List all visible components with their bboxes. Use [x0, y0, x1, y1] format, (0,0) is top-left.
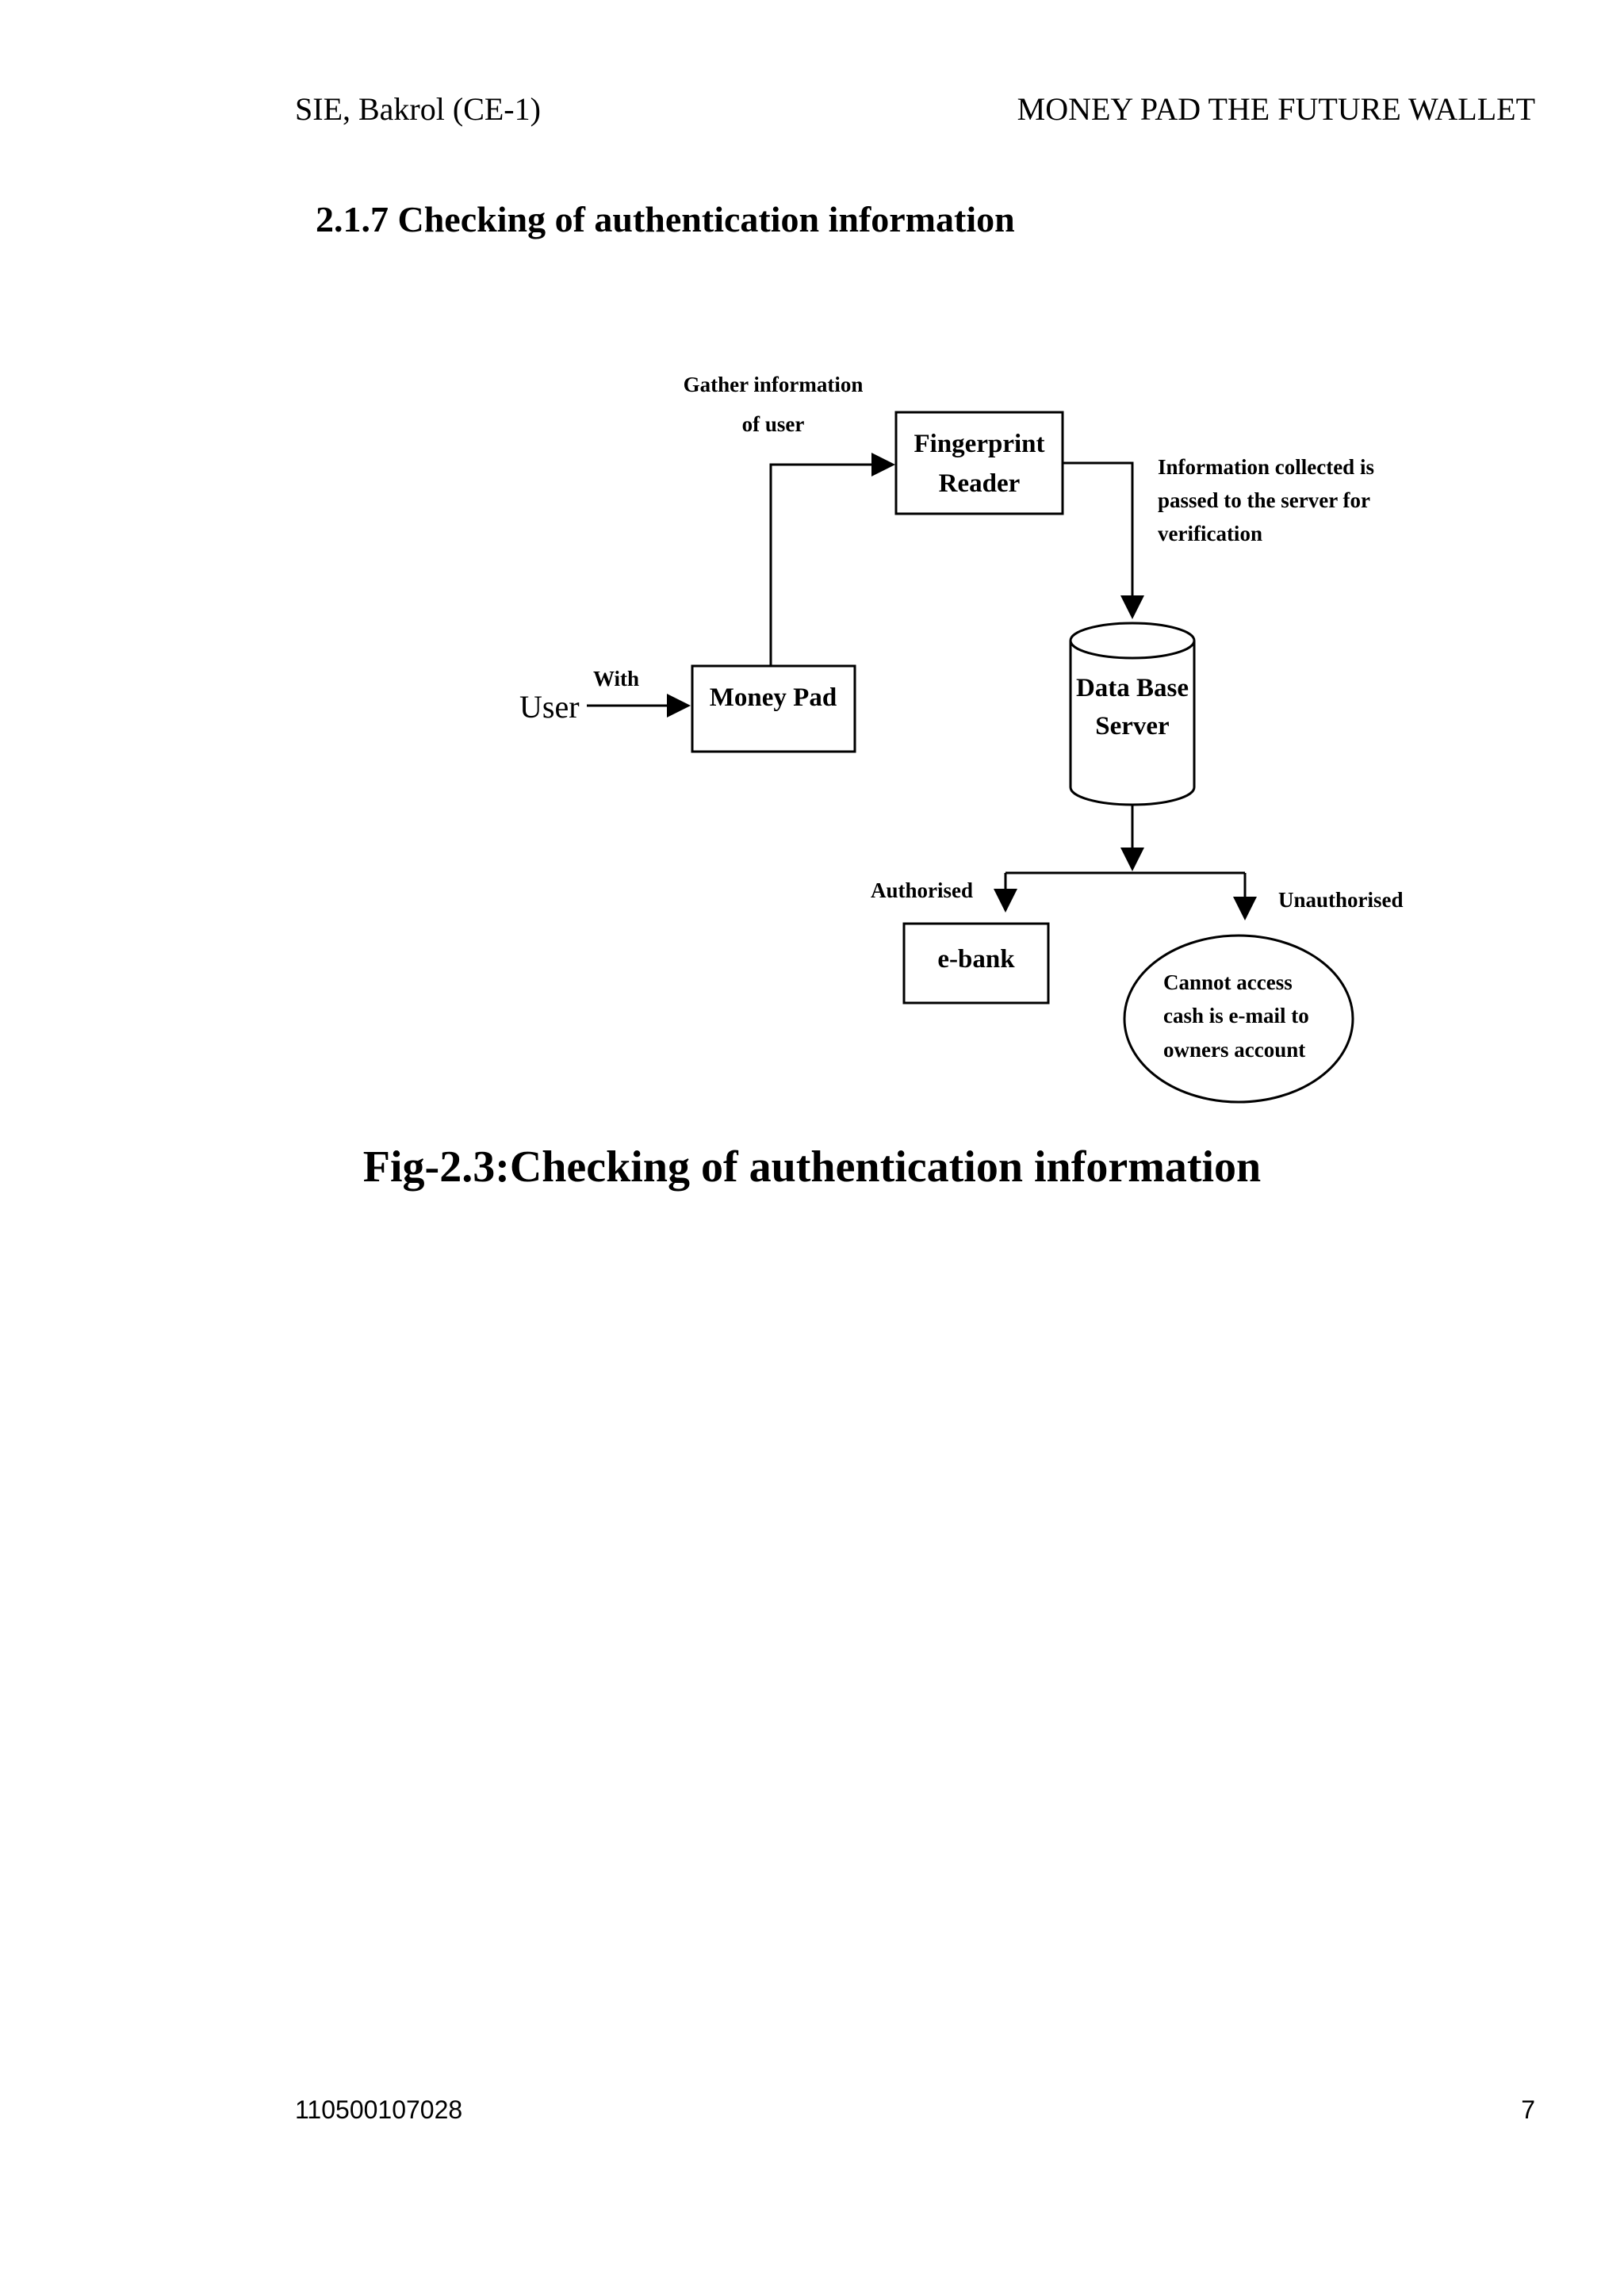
gather-label-line1: Gather information [684, 373, 864, 396]
database-label-line1: Data Base [1076, 674, 1189, 702]
database-label-line2: Server [1095, 712, 1169, 740]
page-number: 7 [1521, 2095, 1535, 2124]
outcome-line3: owners account [1163, 1038, 1305, 1062]
money-pad-box [691, 664, 856, 753]
with-label: With [593, 667, 639, 691]
authorised-label: Authorised [871, 878, 973, 902]
figure-caption: Fig-2.3:Checking of authentication infor… [362, 1142, 1262, 1192]
unauthorised-label: Unauthorised [1278, 888, 1404, 912]
outcome-line1: Cannot access [1163, 970, 1293, 994]
moneypad-to-fingerprint-arrow [769, 453, 895, 666]
header-left: SIE, Bakrol (CE-1) [295, 91, 541, 127]
ebank-box [902, 922, 1050, 1004]
fingerprint-to-server-arrow [1063, 461, 1144, 619]
authentication-flow-diagram: User With Money Pad Gather information o… [519, 373, 1404, 1104]
user-label: User [519, 689, 580, 725]
info-passed-line1: Information collected is [1158, 455, 1374, 479]
info-passed-line2: passed to the server for [1158, 488, 1370, 512]
footer-left: 110500107028 [295, 2095, 463, 2124]
unauthorised-outcome-ellipse [1123, 934, 1354, 1104]
header-right: MONEY PAD THE FUTURE WALLET [1017, 91, 1535, 127]
fingerprint-reader-box [894, 411, 1064, 515]
money-pad-label: Money Pad [710, 683, 837, 712]
section-heading: 2.1.7 Checking of authentication informa… [316, 199, 1015, 239]
fingerprint-label-line2: Reader [939, 469, 1021, 498]
gather-label-line2: of user [742, 412, 805, 436]
info-passed-line3: verification [1158, 522, 1262, 545]
fingerprint-label-line1: Fingerprint [914, 430, 1045, 458]
ebank-label: e-bank [937, 945, 1015, 974]
outcome-line2: cash is e-mail to [1163, 1004, 1309, 1027]
